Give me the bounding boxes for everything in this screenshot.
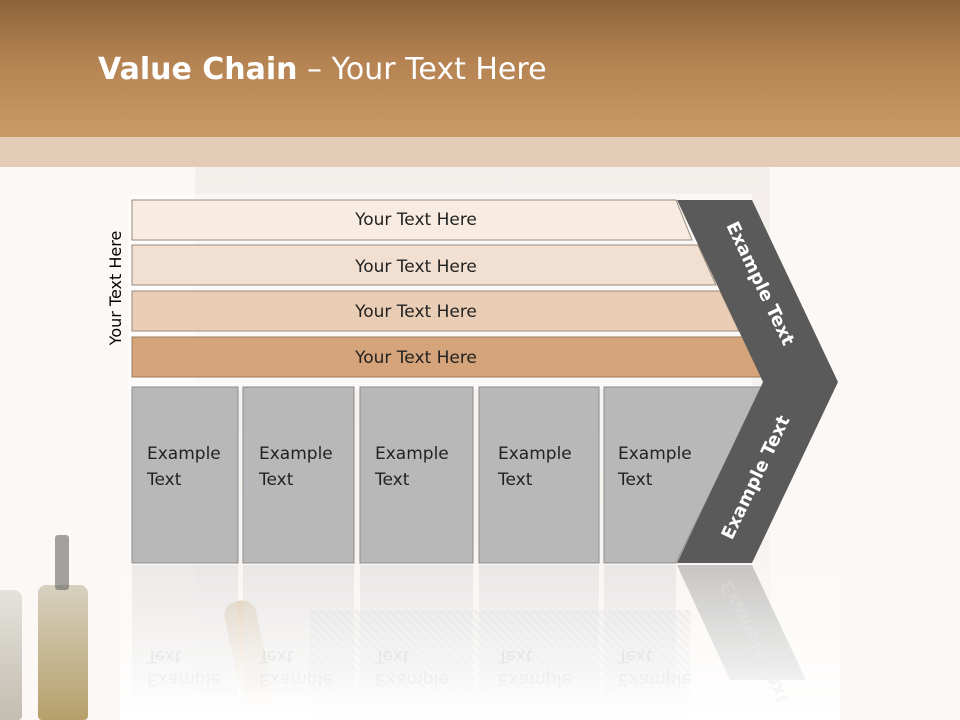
primary-box-line2: Text [258,470,294,490]
background-bottle-image [0,590,22,720]
margin-chevron-shape [677,200,838,563]
primary-box-shape [242,386,355,564]
primary-box-line1: Example [498,444,572,464]
primary-box-line1: Example [147,444,221,464]
background-bottle-neck [55,535,69,590]
primary-box-line2: Text [146,470,182,490]
header-band [0,0,960,137]
primary-box[interactable]: Example Text [131,386,239,564]
support-row-label: Your Text Here [354,348,477,368]
primary-box-shape [131,386,239,564]
primary-box[interactable]: Example Text [603,386,763,564]
primary-box-line2: Text [374,470,410,490]
support-row[interactable]: Your Text Here [131,336,764,378]
primary-box-line1: Example [618,444,692,464]
primary-box-shape [478,386,600,564]
primary-box-line2: Text [617,470,653,490]
support-row[interactable]: Your Text Here [131,244,717,286]
slide-title: Value Chain – Your Text Here [98,52,547,87]
support-row[interactable]: Your Text Here [131,199,693,241]
support-row-label: Your Text Here [354,210,477,230]
support-row-shape [131,199,693,241]
support-row[interactable]: Your Text Here [131,290,740,332]
primary-box-line1: Example [375,444,449,464]
support-row-label: Your Text Here [354,257,477,277]
title-bold: Value Chain [98,52,298,87]
primary-box[interactable]: Example Text [242,386,355,564]
primary-box[interactable]: Example Text [359,386,474,564]
reflection-fade [120,560,840,720]
support-row-shape [131,244,717,286]
title-rest: – Your Text Here [297,52,547,87]
side-label: Your Text Here [106,231,125,347]
primary-box[interactable]: Example Text [478,386,600,564]
primary-box-line1: Example [259,444,333,464]
support-row-label: Your Text Here [354,302,477,322]
header-strip [0,137,960,167]
background-oil-bottle-image [38,585,88,720]
primary-box-shape [359,386,474,564]
primary-box-line2: Text [497,470,533,490]
